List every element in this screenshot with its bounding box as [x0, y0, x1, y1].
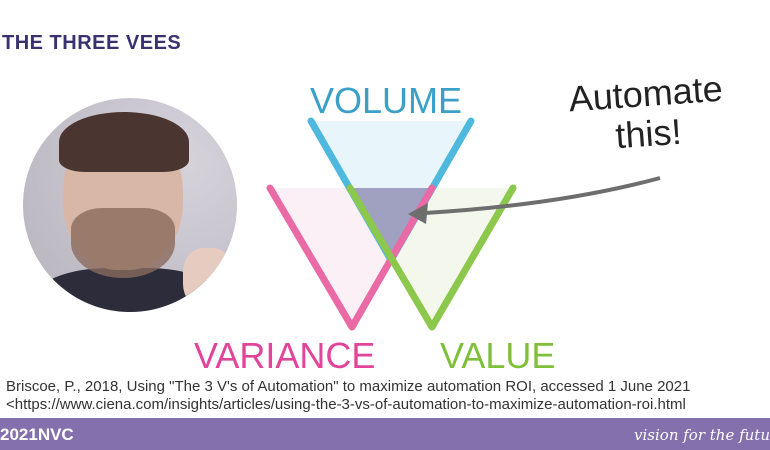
value-v — [346, 184, 517, 331]
citation: Briscoe, P., 2018, Using "The 3 V's of A… — [6, 378, 690, 414]
citation-url: <https://www.ciena.com/insights/articles… — [6, 396, 686, 413]
variance-v — [266, 184, 436, 331]
volume-label: VOLUME — [310, 80, 463, 121]
footer-tagline: vision for the futu — [634, 426, 770, 444]
presenter-hair — [59, 112, 189, 172]
citation-line-1: Briscoe, P., 2018, Using "The 3 V's of A… — [6, 378, 691, 395]
presenter-video — [23, 98, 237, 312]
value-label: VALUE — [440, 335, 556, 376]
arrow-head-icon — [408, 203, 428, 224]
presenter-beard — [71, 208, 175, 278]
presenter-hand — [183, 248, 233, 308]
arrow-line — [424, 176, 661, 215]
variance-label: VARIANCE — [194, 335, 376, 376]
overlap-region — [350, 188, 432, 258]
footer-brand: 2021NVC — [0, 425, 74, 444]
footer-bar: 2021NVC vision for the futu — [0, 418, 770, 450]
slide-title: THE THREE VEES — [2, 32, 182, 54]
callout-text: Automate this! — [567, 68, 726, 160]
